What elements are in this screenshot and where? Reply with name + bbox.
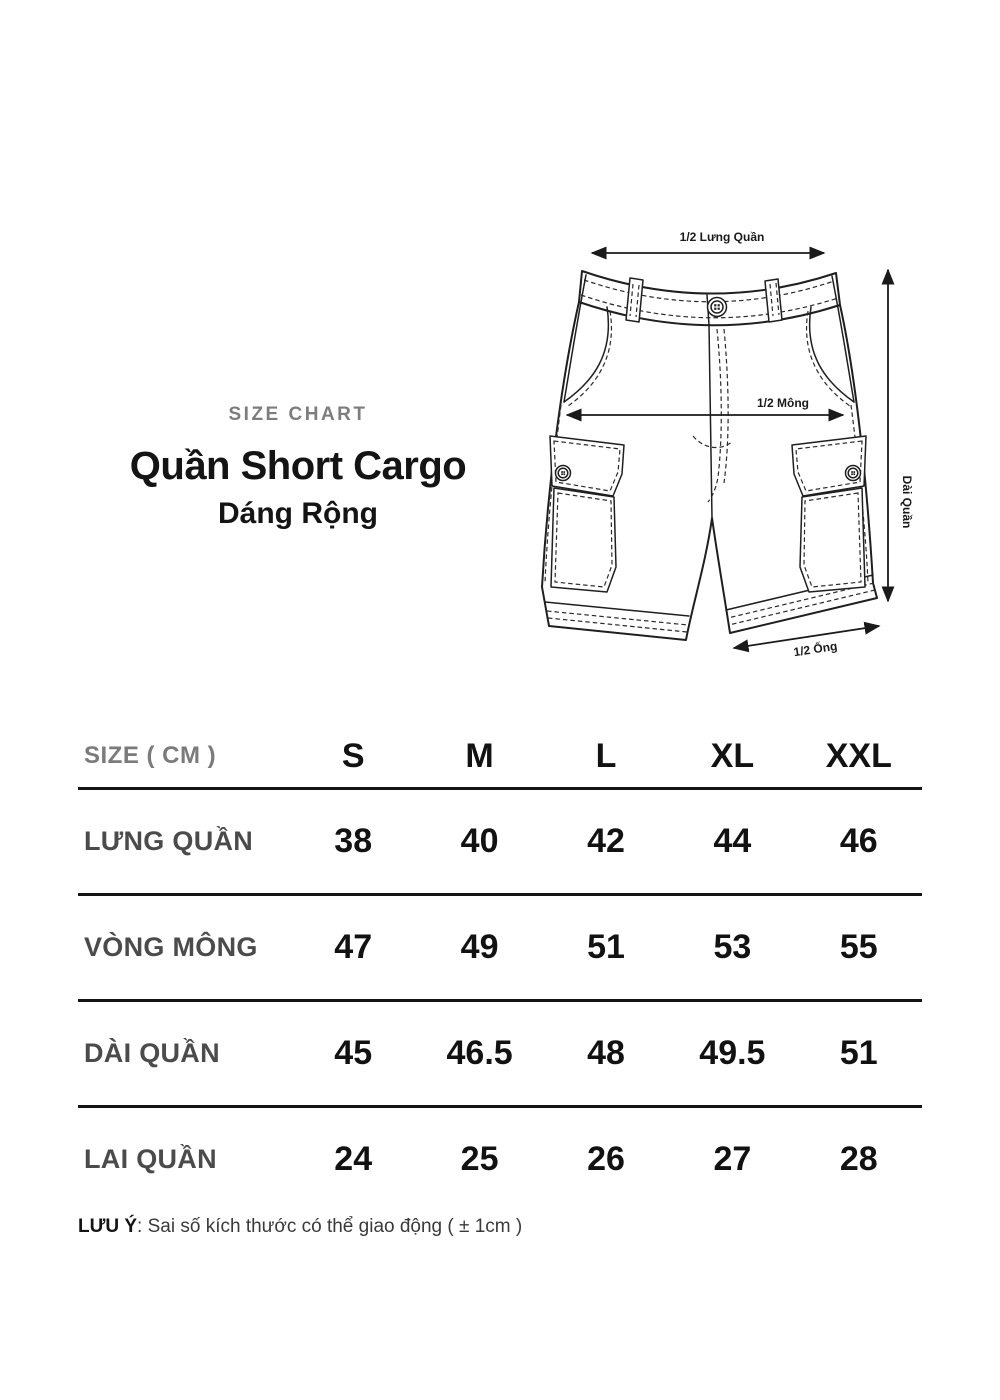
shorts-diagram-svg: 1/2 Lưng Quần 1/2 Mông Dài Quần 1/2 Ống bbox=[541, 230, 914, 659]
table-row-hip: VÒNG MÔNG 47 49 51 53 55 bbox=[78, 896, 922, 1002]
length-value-l: 48 bbox=[587, 1034, 625, 1072]
hip-value-s: 47 bbox=[334, 928, 373, 966]
hip-value-xl: 53 bbox=[713, 928, 752, 966]
col-header-s: S bbox=[341, 736, 365, 775]
col-header-xxl: XXL bbox=[825, 736, 892, 775]
length-value-xl: 49.5 bbox=[699, 1034, 766, 1072]
length-value-s: 45 bbox=[334, 1034, 373, 1072]
table-header-row: SIZE ( CM ) S M L XL XXL bbox=[78, 725, 922, 790]
waist-value-s: 38 bbox=[334, 822, 373, 860]
leg-opening-value-m: 25 bbox=[460, 1140, 499, 1178]
half-leg-opening-arrow bbox=[732, 621, 881, 653]
size-cm-header: SIZE ( CM ) bbox=[84, 742, 217, 769]
leg-opening-value-s: 24 bbox=[334, 1140, 373, 1178]
shorts-technical-drawing: 1/2 Lưng Quần 1/2 Mông Dài Quần 1/2 Ống bbox=[520, 215, 940, 675]
leg-opening-value-xl: 27 bbox=[713, 1140, 752, 1178]
row-label-length: DÀI QUẦN bbox=[84, 1038, 220, 1068]
table-row-length: DÀI QUẦN 45 46.5 48 49.5 51 bbox=[78, 1002, 922, 1108]
title-block: SIZE CHART Quần Short Cargo Dáng Rộng bbox=[75, 404, 521, 530]
half-hip-label: 1/2 Mông bbox=[757, 396, 809, 410]
shorts-outline bbox=[541, 270, 878, 641]
table-row-waist: LƯNG QUẦN 38 40 42 44 46 bbox=[78, 790, 922, 896]
left-front-pocket bbox=[563, 306, 610, 403]
product-title: Quần Short Cargo bbox=[129, 444, 467, 488]
waist-button bbox=[706, 296, 728, 318]
length-value-xxl: 51 bbox=[839, 1034, 878, 1072]
eyebrow-title: SIZE CHART bbox=[228, 404, 368, 425]
hip-value-l: 51 bbox=[587, 928, 625, 966]
half-waist-label: 1/2 Lưng Quần bbox=[680, 230, 765, 244]
leg-opening-value-xxl: 28 bbox=[839, 1140, 878, 1178]
tolerance-note-text: : Sai số kích thước có thể giao động ( ±… bbox=[137, 1216, 523, 1237]
dimension-annotations: 1/2 Lưng Quần 1/2 Mông Dài Quần 1/2 Ống bbox=[565, 230, 914, 659]
col-header-xl: XL bbox=[710, 736, 755, 775]
belt-loops bbox=[625, 277, 783, 323]
left-cargo-pocket bbox=[549, 435, 625, 593]
half-leg-opening-label: 1/2 Ống bbox=[792, 638, 838, 659]
row-label-hip: VÒNG MÔNG bbox=[84, 932, 258, 962]
tolerance-note: LƯU Ý: Sai số kích thước có thể giao độn… bbox=[78, 1214, 522, 1240]
waist-value-xxl: 46 bbox=[839, 822, 878, 860]
left-hem bbox=[544, 601, 690, 617]
tolerance-note-prefix: LƯU Ý bbox=[78, 1216, 138, 1237]
hip-value-m: 49 bbox=[460, 928, 499, 966]
leg-opening-value-l: 26 bbox=[587, 1140, 625, 1178]
right-cargo-pocket bbox=[791, 435, 867, 593]
length-value-m: 46.5 bbox=[446, 1034, 513, 1072]
waist-value-l: 42 bbox=[587, 822, 625, 860]
table-row-leg-opening: LAI QUẦN 24 25 26 27 28 bbox=[78, 1108, 922, 1211]
waist-value-xl: 44 bbox=[713, 822, 752, 860]
product-subtitle: Dáng Rộng bbox=[218, 497, 378, 530]
size-table: SIZE ( CM ) S M L XL XXL LƯNG QUẦN 38 40… bbox=[78, 725, 922, 1211]
right-front-pocket bbox=[808, 306, 855, 403]
col-header-m: M bbox=[465, 736, 494, 775]
row-label-leg-opening: LAI QUẦN bbox=[84, 1144, 217, 1174]
waist-value-m: 40 bbox=[460, 822, 499, 860]
row-label-waist: LƯNG QUẦN bbox=[84, 826, 254, 856]
col-header-l: L bbox=[595, 736, 617, 775]
hip-value-xxl: 55 bbox=[839, 928, 878, 966]
length-label: Dài Quần bbox=[900, 476, 914, 529]
